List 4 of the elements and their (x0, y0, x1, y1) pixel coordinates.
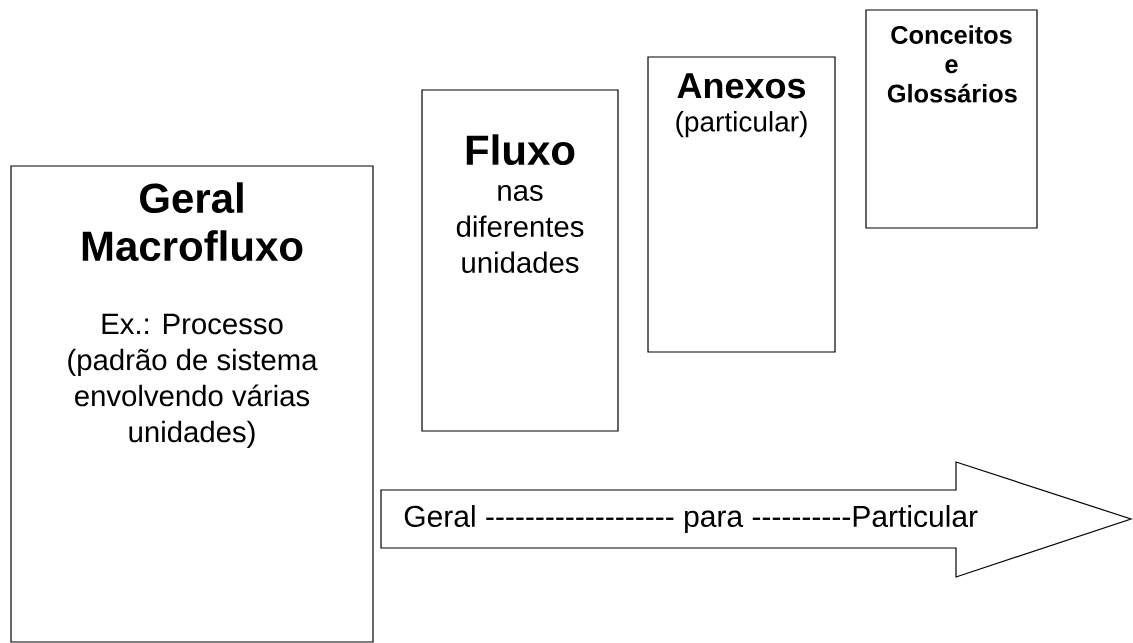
process-box: Conceitos e Glossários (865, 9, 1038, 229)
process-box: Anexos (particular) (647, 56, 836, 353)
process-box: Fluxo nas diferentes unidades (421, 89, 619, 432)
process-box: Geral Macrofluxo Ex.: Processo (padrão de sistema envolvendo várias unidades) (10, 165, 374, 643)
